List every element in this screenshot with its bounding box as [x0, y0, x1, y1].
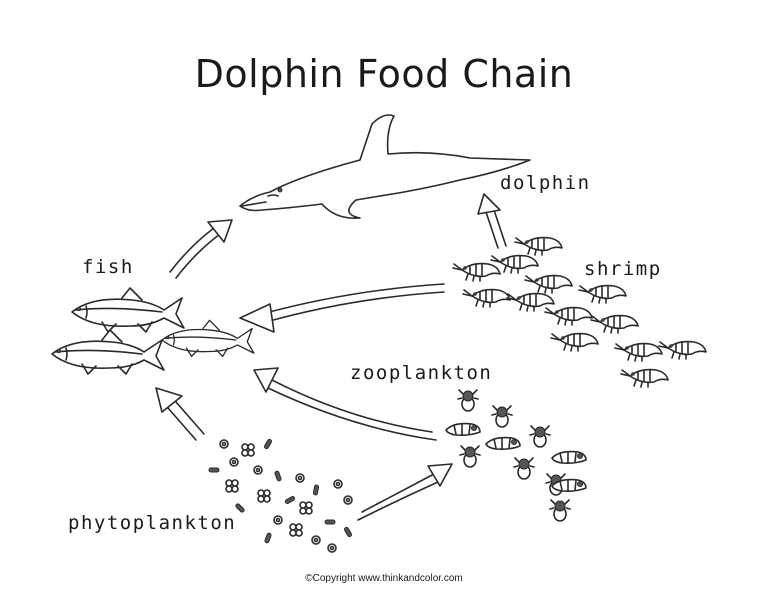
page-title: Dolphin Food Chain — [194, 52, 574, 96]
copyright-text: ©Copyright www.thinkandcolor.com — [305, 573, 463, 584]
arrow-phytoplankton-to-zooplankton — [357, 463, 453, 521]
arrow-zooplankton-to-fish — [253, 367, 437, 441]
arrow-shrimp-to-fish — [239, 283, 445, 333]
arrow-shrimp-to-dolphin — [477, 193, 507, 249]
label-dolphin: dolphin — [500, 172, 591, 194]
dolphin-drawing — [239, 114, 531, 220]
label-shrimp: shrimp — [584, 258, 662, 280]
label-fish: fish — [82, 256, 134, 278]
arrow-fish-to-dolphin — [169, 219, 233, 279]
fish-drawings — [51, 287, 255, 375]
label-zooplankton: zooplankton — [350, 362, 493, 384]
arrow-phytoplankton-to-fish — [155, 387, 205, 441]
zooplankton-drawings — [445, 389, 587, 522]
phytoplankton-drawings — [208, 438, 353, 553]
label-phytoplankton: phytoplankton — [68, 512, 237, 534]
